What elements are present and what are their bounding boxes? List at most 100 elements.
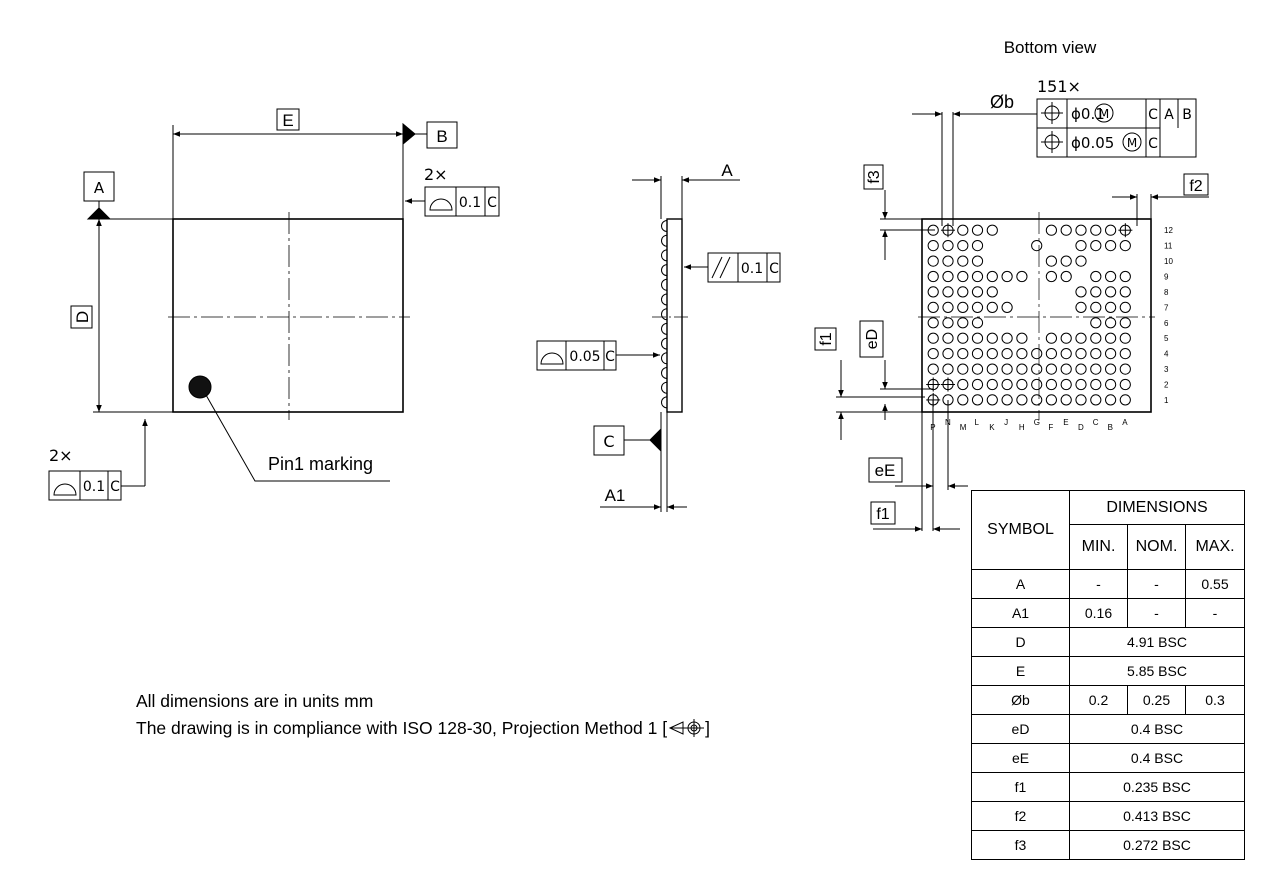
cell-symbol: f1 bbox=[971, 772, 1070, 802]
cell-min: - bbox=[1069, 569, 1128, 599]
ball bbox=[971, 317, 984, 329]
ball bbox=[1119, 394, 1131, 406]
package-outline bbox=[172, 218, 404, 413]
side-ball bbox=[661, 278, 668, 291]
ball bbox=[1119, 378, 1131, 391]
side-label-A1: A1 bbox=[605, 486, 626, 505]
cell-max: 0.3 bbox=[1185, 685, 1245, 715]
column-label: A bbox=[1122, 418, 1128, 427]
fcf-flatness-value: 0.05 bbox=[569, 349, 600, 365]
ball bbox=[957, 317, 969, 329]
datum-b-box bbox=[426, 121, 458, 149]
ball bbox=[927, 317, 939, 329]
ball bbox=[1105, 378, 1117, 391]
row-label: 7 bbox=[1164, 303, 1169, 312]
side-ball bbox=[661, 396, 668, 409]
datum-b-triangle bbox=[402, 122, 416, 146]
note-units: All dimensions are in units mm bbox=[136, 691, 374, 711]
ball bbox=[986, 286, 998, 298]
label-f1-left: f1 bbox=[818, 332, 835, 345]
cell-symbol: eE bbox=[971, 743, 1070, 773]
pin1-label: Pin1 marking bbox=[268, 454, 373, 474]
fcf-bottom-datum: C bbox=[110, 479, 120, 495]
ball bbox=[1031, 378, 1043, 391]
ball bbox=[927, 270, 939, 283]
cell-span: 0.413 BSC bbox=[1069, 801, 1245, 831]
ball bbox=[1060, 348, 1072, 360]
ball bbox=[1090, 270, 1102, 283]
ball bbox=[1090, 332, 1102, 344]
ball bbox=[1031, 394, 1043, 406]
fcf-bottom-value: 0.1 bbox=[83, 479, 105, 495]
ball bbox=[1016, 348, 1028, 360]
ball bbox=[1031, 348, 1043, 360]
ball bbox=[1060, 255, 1072, 267]
ball bbox=[957, 224, 969, 236]
ball bbox=[1090, 363, 1102, 375]
ball bbox=[942, 348, 954, 360]
ball bbox=[1090, 348, 1102, 360]
ball bbox=[1105, 363, 1117, 375]
side-ball bbox=[661, 322, 668, 335]
ball bbox=[986, 301, 998, 313]
ball bbox=[957, 378, 969, 391]
ball bbox=[1016, 332, 1028, 344]
ball bbox=[971, 255, 984, 267]
ball bbox=[1119, 348, 1131, 360]
ball bbox=[1119, 363, 1131, 375]
column-label: P bbox=[930, 423, 935, 432]
bottom-view bbox=[814, 98, 1209, 532]
ball-count: 151× bbox=[1037, 77, 1081, 96]
ball bbox=[1075, 301, 1087, 313]
cell-span: 0.272 BSC bbox=[1069, 830, 1245, 860]
ball bbox=[927, 348, 939, 360]
ball bbox=[927, 301, 939, 313]
ball bbox=[942, 363, 954, 375]
ball bbox=[1075, 332, 1087, 344]
label-f2: f2 bbox=[1189, 178, 1202, 195]
row-label: 4 bbox=[1164, 350, 1169, 359]
fcf-top-right bbox=[424, 186, 500, 217]
mmc-circle bbox=[1094, 103, 1114, 123]
multiplier-bottom: 2× bbox=[49, 446, 73, 465]
label-box-f1-left bbox=[814, 327, 837, 351]
row-label: 3 bbox=[1164, 365, 1169, 374]
ball bbox=[986, 378, 998, 391]
row-label: 8 bbox=[1164, 288, 1169, 297]
cell-min: 0.16 bbox=[1069, 598, 1128, 628]
label-eD: eD bbox=[864, 329, 881, 349]
ball bbox=[1031, 240, 1043, 252]
ball bbox=[1090, 317, 1102, 329]
ball bbox=[1001, 301, 1013, 313]
cell-min: 0.2 bbox=[1069, 685, 1128, 715]
side-ball bbox=[661, 220, 668, 232]
ball bbox=[942, 286, 954, 298]
ball bbox=[1075, 348, 1087, 360]
ball bbox=[1075, 240, 1087, 252]
ball bbox=[1045, 224, 1058, 236]
ball bbox=[942, 317, 954, 329]
label-box-f2 bbox=[1183, 173, 1209, 196]
profile-surface-icon bbox=[429, 198, 453, 211]
datum-c-triangle bbox=[649, 427, 662, 453]
ball bbox=[971, 301, 984, 313]
ball bbox=[927, 332, 939, 344]
ball bbox=[971, 332, 984, 344]
note-projection-text: The drawing is in compliance with ISO 12… bbox=[136, 718, 668, 738]
ball bbox=[1075, 394, 1087, 406]
side-ball bbox=[661, 234, 668, 247]
cell-nom: 0.25 bbox=[1127, 685, 1186, 715]
column-label: K bbox=[989, 423, 995, 432]
fcf-row2-datum-c: C bbox=[1148, 136, 1158, 152]
fcf-parallel-datum: C bbox=[769, 261, 779, 277]
cell-symbol: E bbox=[971, 656, 1070, 686]
row-label: 9 bbox=[1164, 273, 1169, 282]
ball bbox=[1075, 224, 1087, 236]
cell-span: 0.4 BSC bbox=[1069, 743, 1245, 773]
side-balls bbox=[661, 220, 668, 409]
